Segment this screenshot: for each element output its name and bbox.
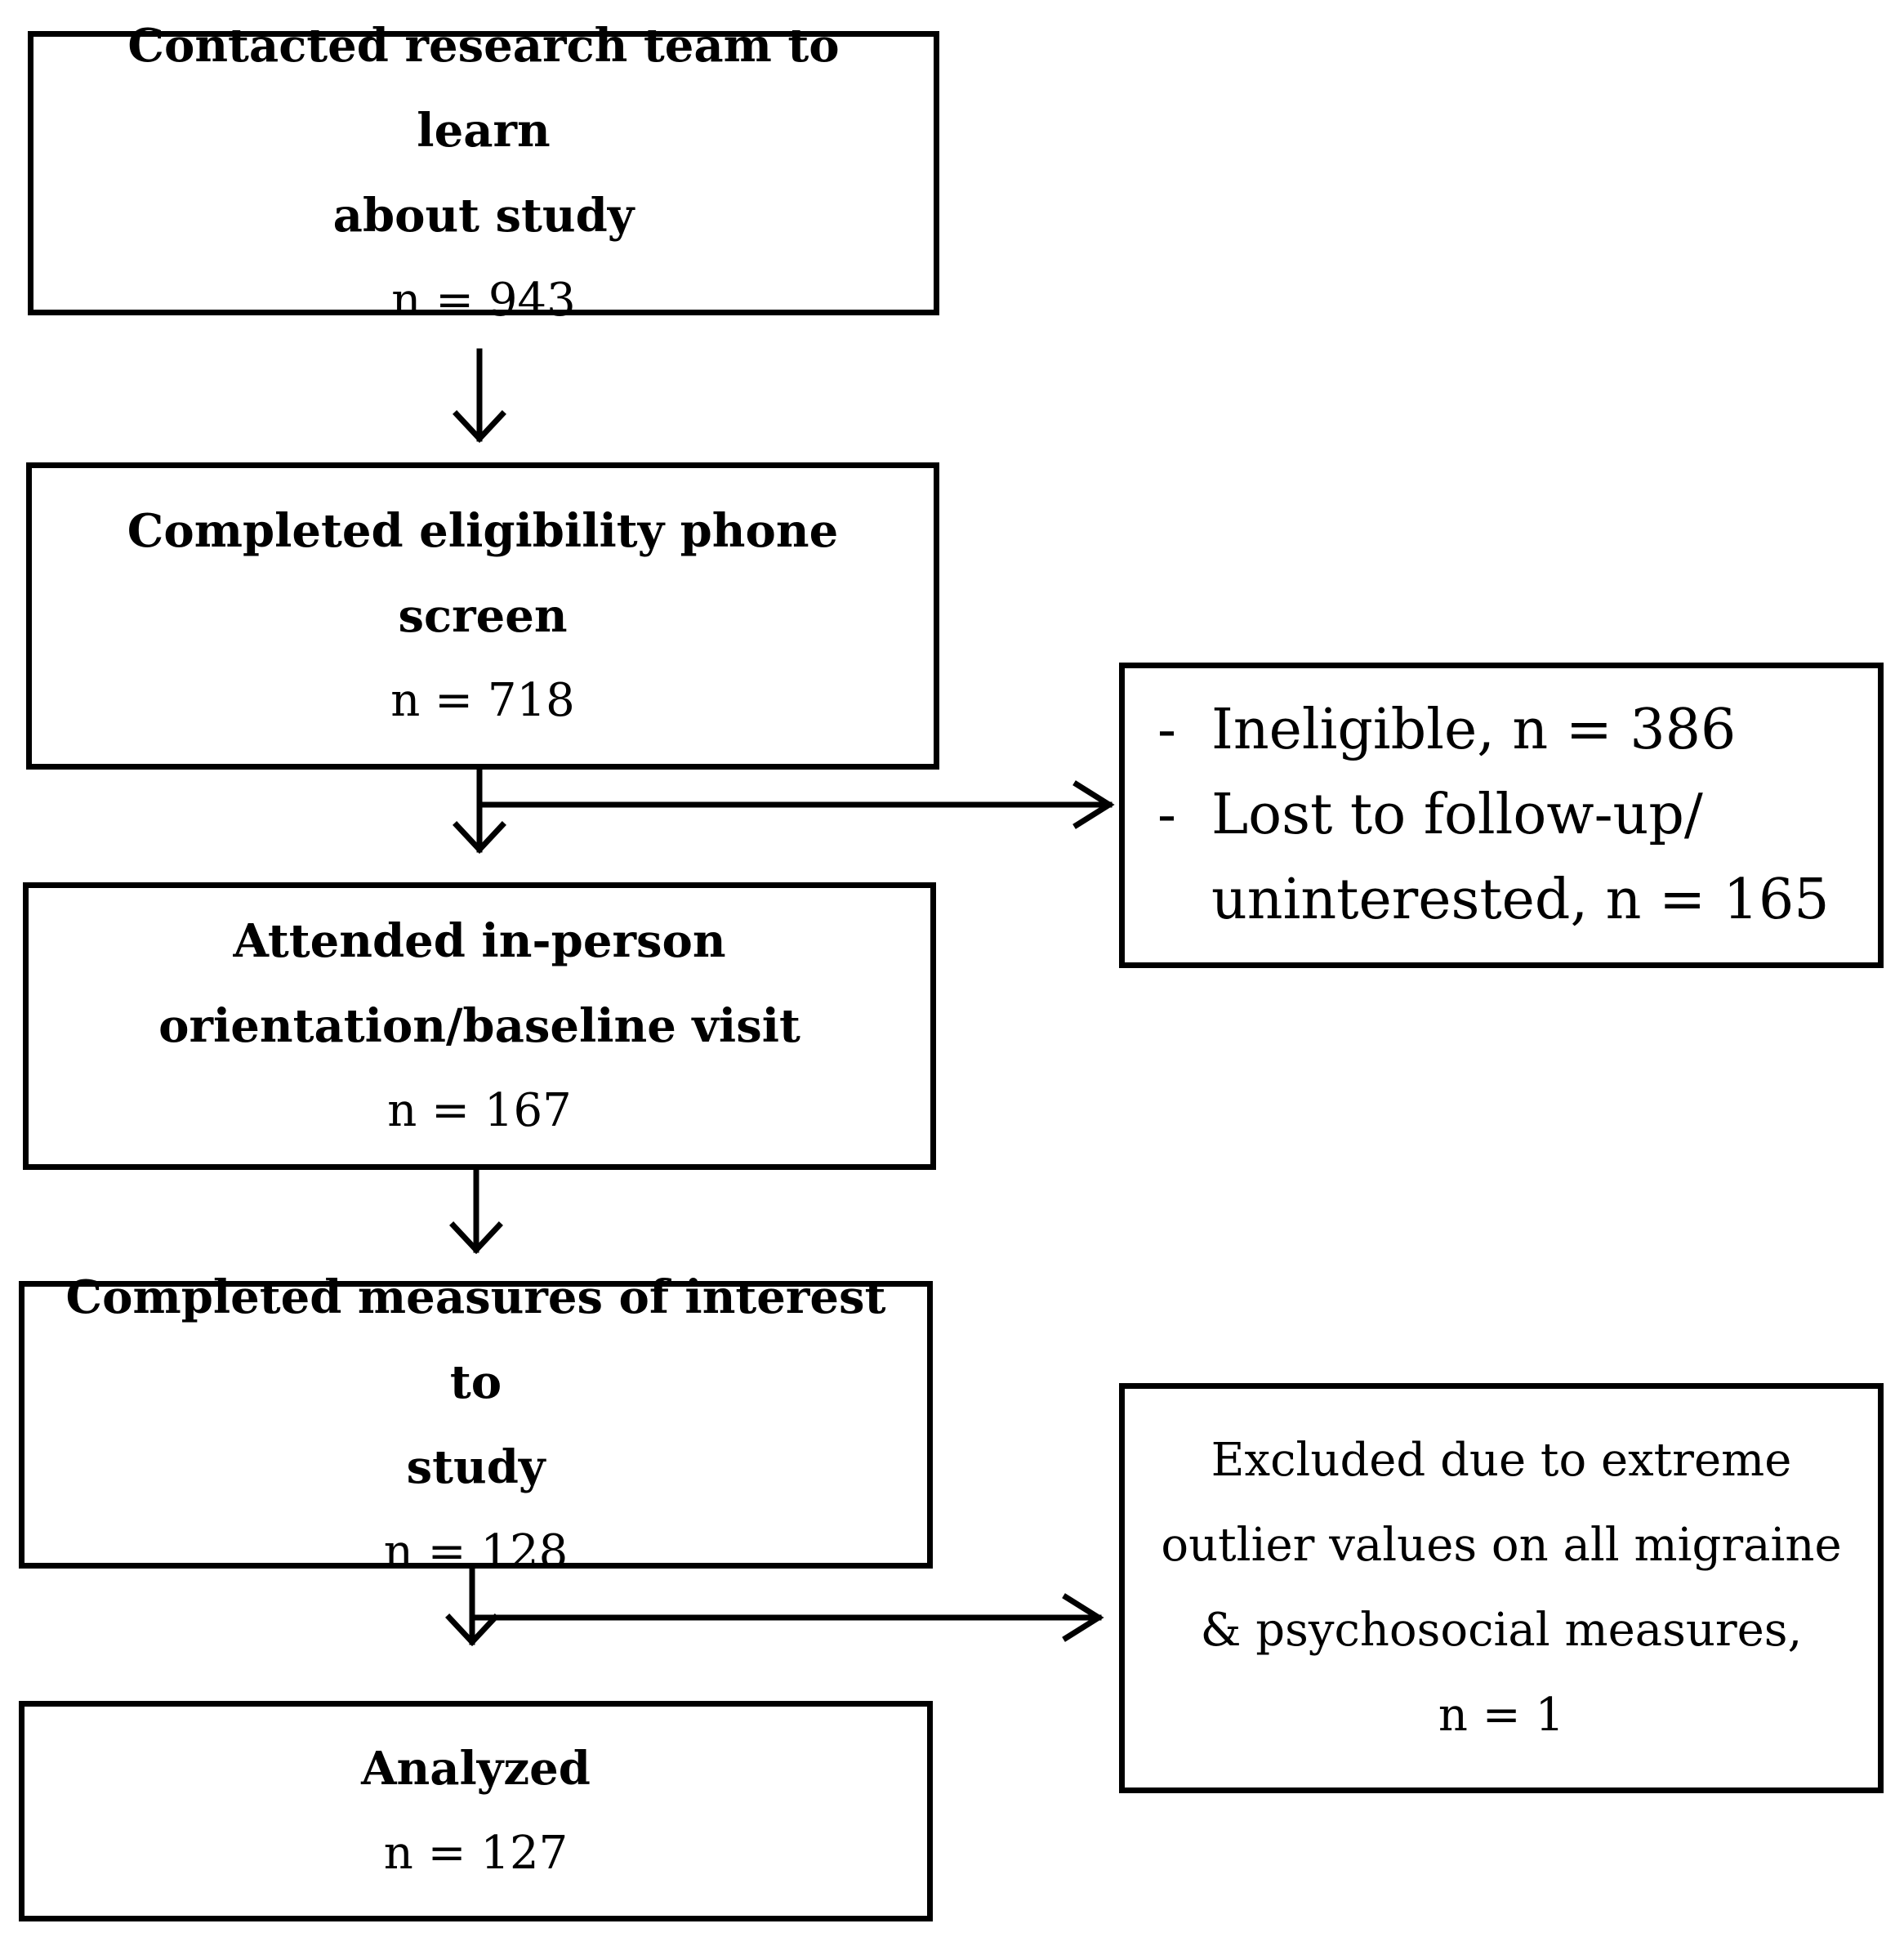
arrow-step3-to-step4 (449, 1165, 503, 1255)
step-eligibility-count: n = 718 (390, 674, 575, 727)
exclusion-ineligible-box: - Ineligible, n = 386 - Lost to follow-u… (1119, 663, 1884, 968)
exclusion-item: - Ineligible, n = 386 (1157, 688, 1878, 773)
step-contacted-title: Contacted research team to learn about s… (127, 19, 840, 243)
step-analyzed-box: Analyzed n = 127 (19, 1701, 933, 1921)
step-measures-box: Completed measures of interest to study … (19, 1270, 933, 1578)
exclusion-item: - Lost to follow-up/ uninterested, n = 1… (1157, 773, 1878, 943)
step-analyzed-title: Analyzed (361, 1742, 591, 1796)
step-measures-count: n = 128 (383, 1525, 569, 1578)
step-orientation-count: n = 167 (387, 1084, 572, 1137)
arrow-step2-to-exclusion1 (476, 780, 1115, 829)
arrow-step4-to-step5 (445, 1564, 499, 1647)
exclusion-ineligible-text: Ineligible, n = 386 (1211, 698, 1737, 762)
step-analyzed-count: n = 127 (383, 1827, 569, 1880)
exclusion-lost-text: Lost to follow-up/ uninterested, n = 165 (1211, 783, 1830, 932)
step-contacted-count: n = 943 (391, 274, 576, 327)
arrow-step1-to-step2 (453, 348, 506, 444)
step-contacted-box: Contacted research team to learn about s… (28, 19, 939, 327)
step-orientation-title: Attended in-person orientation/baseline … (158, 914, 800, 1053)
arrow-step4-to-exclusion2 (469, 1593, 1104, 1642)
exclusion-outlier-count: n = 1 (1438, 1689, 1565, 1742)
exclusion-outlier-text: Excluded due to extreme outlier values o… (1161, 1434, 1842, 1657)
bullet-dash: - (1157, 698, 1176, 762)
step-eligibility-title: Completed eligibility phone screen (127, 504, 839, 643)
exclusion-outlier-box: Excluded due to extreme outlier values o… (1119, 1383, 1884, 1793)
step-orientation-box: Attended in-person orientation/baseline … (23, 882, 936, 1170)
arrow-step2-to-step3 (453, 765, 506, 855)
step-measures-title: Completed measures of interest to study (65, 1270, 886, 1494)
step-eligibility-box: Completed eligibility phone screen n = 7… (26, 462, 939, 770)
bullet-dash: - (1157, 783, 1176, 847)
